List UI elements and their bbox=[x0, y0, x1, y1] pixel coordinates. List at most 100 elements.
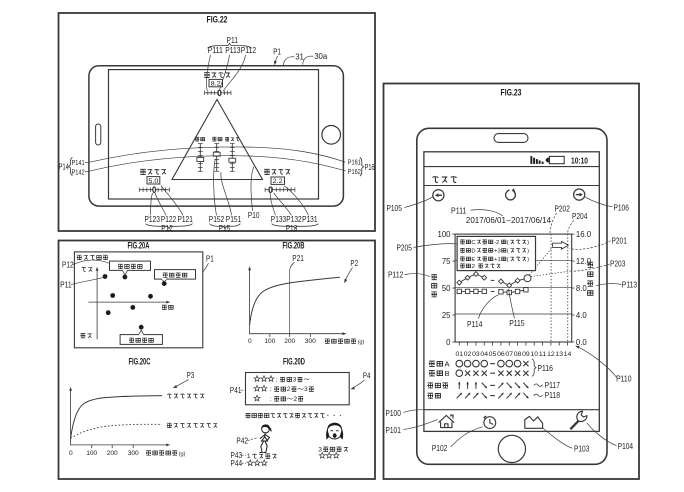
svg-text:P133: P133 bbox=[271, 215, 286, 224]
svg-text:-2: -2 bbox=[494, 240, 499, 246]
svg-text:10: 10 bbox=[530, 351, 538, 358]
svg-text:P105: P105 bbox=[387, 204, 403, 213]
svg-text:5.0: 5.0 bbox=[148, 178, 158, 185]
svg-text:E: E bbox=[471, 257, 475, 263]
svg-text:13: 13 bbox=[555, 351, 563, 358]
svg-text:07: 07 bbox=[505, 351, 513, 358]
svg-text:P132: P132 bbox=[286, 215, 301, 224]
svg-text:P102: P102 bbox=[432, 444, 447, 453]
svg-text:8.0: 8.0 bbox=[576, 284, 588, 293]
svg-text:200: 200 bbox=[284, 338, 295, 345]
svg-text:(g): (g) bbox=[179, 451, 186, 457]
svg-text:300: 300 bbox=[305, 338, 316, 345]
svg-text:P16: P16 bbox=[365, 163, 375, 172]
svg-text:P101: P101 bbox=[386, 426, 401, 435]
svg-text:FIG.20C: FIG.20C bbox=[129, 357, 151, 367]
svg-text:2017/06/14: 2017/06/14 bbox=[511, 216, 552, 225]
svg-text:300: 300 bbox=[128, 450, 139, 457]
svg-text:100: 100 bbox=[264, 338, 275, 345]
svg-text:P113: P113 bbox=[225, 46, 240, 55]
svg-text:3: 3 bbox=[304, 386, 308, 393]
svg-text:P4: P4 bbox=[363, 371, 371, 380]
svg-text:31: 31 bbox=[295, 52, 304, 61]
svg-text:0.0: 0.0 bbox=[576, 338, 588, 347]
svg-text:06: 06 bbox=[497, 351, 505, 358]
svg-text:P2: P2 bbox=[350, 259, 358, 268]
svg-text:P118: P118 bbox=[545, 391, 560, 400]
svg-text:–: – bbox=[507, 216, 512, 225]
svg-text:P112: P112 bbox=[388, 271, 403, 280]
svg-text:P44: P44 bbox=[231, 459, 243, 468]
svg-text:100: 100 bbox=[86, 450, 97, 457]
svg-text:50: 50 bbox=[442, 284, 451, 293]
svg-text:C: C bbox=[471, 240, 475, 246]
svg-text:0: 0 bbox=[248, 338, 252, 345]
svg-text:B: B bbox=[445, 369, 450, 378]
svg-text:): ) bbox=[527, 249, 529, 255]
svg-text:75: 75 bbox=[442, 257, 451, 266]
svg-text:(g): (g) bbox=[357, 340, 364, 346]
svg-text:P1: P1 bbox=[206, 255, 214, 264]
svg-text:FIG.20B: FIG.20B bbox=[283, 241, 305, 251]
svg-text:02: 02 bbox=[464, 351, 472, 358]
svg-text::: : bbox=[270, 386, 272, 393]
svg-text:14: 14 bbox=[564, 351, 572, 358]
svg-text:P122: P122 bbox=[161, 215, 176, 224]
svg-text:P43: P43 bbox=[231, 451, 243, 460]
svg-text:05: 05 bbox=[489, 351, 497, 358]
svg-text:P15: P15 bbox=[219, 224, 231, 233]
svg-text:P116: P116 bbox=[538, 364, 553, 373]
svg-text:P11: P11 bbox=[227, 36, 239, 45]
svg-text:P3: P3 bbox=[187, 371, 195, 380]
svg-text:P142: P142 bbox=[72, 167, 85, 176]
svg-text:P12: P12 bbox=[62, 261, 74, 270]
svg-text:P112: P112 bbox=[241, 46, 256, 55]
svg-text:FIG.20D: FIG.20D bbox=[283, 357, 305, 367]
svg-text:P204: P204 bbox=[572, 212, 588, 221]
svg-text:12.0: 12.0 bbox=[576, 257, 592, 266]
svg-text:P106: P106 bbox=[614, 203, 629, 212]
svg-text:P152: P152 bbox=[209, 215, 224, 224]
svg-text:P201: P201 bbox=[612, 236, 627, 245]
svg-text:P202: P202 bbox=[555, 204, 570, 213]
svg-text:P10: P10 bbox=[248, 211, 260, 220]
svg-text:200: 200 bbox=[107, 450, 118, 457]
svg-text:03: 03 bbox=[472, 351, 480, 358]
svg-text:P42: P42 bbox=[236, 436, 248, 445]
svg-text:100: 100 bbox=[437, 230, 451, 239]
svg-text:): ) bbox=[527, 240, 529, 246]
svg-text:16.0: 16.0 bbox=[576, 230, 592, 239]
svg-text:P41: P41 bbox=[230, 386, 242, 395]
svg-text:P11: P11 bbox=[60, 281, 72, 290]
svg-text:11: 11 bbox=[539, 351, 547, 358]
svg-text:+1: +1 bbox=[494, 257, 501, 263]
svg-text:P110: P110 bbox=[616, 374, 632, 383]
svg-text:25: 25 bbox=[442, 311, 451, 320]
svg-text:+3: +3 bbox=[494, 249, 501, 255]
svg-text:04: 04 bbox=[480, 351, 488, 358]
svg-text:FIG.23: FIG.23 bbox=[501, 88, 522, 99]
svg-text::: : bbox=[276, 377, 278, 384]
svg-text:P161: P161 bbox=[348, 158, 361, 167]
svg-text:P111: P111 bbox=[208, 46, 223, 55]
svg-text:P162: P162 bbox=[348, 167, 361, 176]
svg-text:P1: P1 bbox=[273, 47, 281, 56]
svg-text::: : bbox=[270, 396, 272, 403]
svg-text:P117: P117 bbox=[545, 381, 560, 390]
svg-text:08: 08 bbox=[514, 351, 522, 358]
svg-text:P113: P113 bbox=[622, 280, 637, 289]
svg-text:8.2: 8.2 bbox=[211, 81, 221, 88]
svg-text:P100: P100 bbox=[386, 409, 402, 418]
svg-text:P103: P103 bbox=[574, 445, 589, 454]
svg-text:2: 2 bbox=[287, 386, 291, 393]
svg-text:2: 2 bbox=[472, 264, 475, 270]
svg-text:09: 09 bbox=[522, 351, 530, 358]
svg-text:0: 0 bbox=[446, 338, 451, 347]
svg-text:P205: P205 bbox=[397, 243, 413, 252]
svg-text:P121: P121 bbox=[178, 215, 193, 224]
svg-text:FIG.22: FIG.22 bbox=[207, 15, 228, 26]
svg-text:0: 0 bbox=[69, 450, 73, 457]
svg-text:(: ( bbox=[507, 257, 509, 263]
svg-text:FIG.20A: FIG.20A bbox=[128, 241, 150, 251]
svg-text:P114: P114 bbox=[467, 320, 483, 329]
